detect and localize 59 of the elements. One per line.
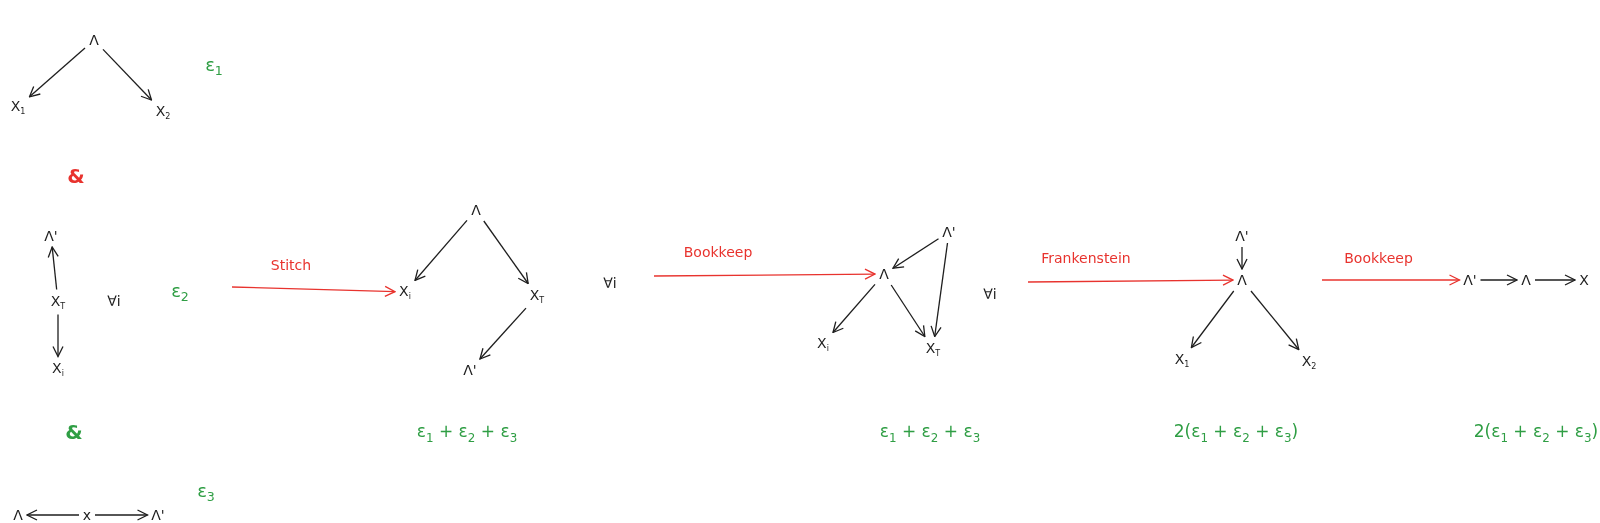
- arrow: [414, 219, 468, 282]
- variable-label: Λ: [877, 265, 891, 283]
- math-label: ε$_{3}$: [197, 479, 215, 505]
- arrow: [653, 268, 876, 280]
- variable-label: Λ: [11, 506, 25, 523]
- edge-label: Bookkeep: [1342, 250, 1415, 266]
- arrow: [1236, 246, 1248, 270]
- math-label: 2(ε$_{1}$ + ε$_{2}$ + ε$_{3}$): [1473, 421, 1599, 445]
- variable-label: Λ: [87, 31, 101, 49]
- variable-label: X$_{1}$: [1172, 349, 1192, 371]
- math-label: &: [65, 420, 83, 444]
- math-label: ε$_{1}$ + ε$_{2}$ + ε$_{3}$: [416, 421, 518, 445]
- variable-label: Λ: [1235, 271, 1249, 289]
- variable-label: X$_{i}$: [397, 281, 413, 303]
- arrow: [1250, 290, 1300, 351]
- math-label: ε$_{2}$: [171, 279, 189, 305]
- math-label: ∀i: [983, 286, 997, 302]
- arrow: [479, 307, 527, 360]
- variable-label: X$_{2}$: [1299, 351, 1319, 373]
- variable-label: Λ': [149, 506, 167, 523]
- arrow: [26, 509, 80, 521]
- variable-label: X$_{T}$: [527, 285, 547, 307]
- math-label: ∀i: [603, 275, 617, 291]
- arrow: [231, 285, 396, 298]
- arrow: [28, 47, 86, 98]
- variable-label: Λ': [1461, 271, 1479, 289]
- variable-label: Λ': [42, 227, 60, 245]
- variable-label: X$_{T}$: [923, 338, 943, 360]
- math-label: &: [67, 164, 85, 188]
- variable-label: Λ': [1233, 227, 1251, 245]
- math-label: ∀i: [107, 293, 121, 309]
- variable-label: X: [1577, 271, 1591, 289]
- variable-label: X$_{1}$: [8, 96, 28, 118]
- variable-label: X$_{i}$: [815, 333, 831, 355]
- arrow: [832, 283, 876, 334]
- math-label: 2(ε$_{1}$ + ε$_{2}$ + ε$_{3}$): [1173, 421, 1299, 445]
- arrow: [94, 509, 149, 521]
- arrow: [102, 48, 153, 101]
- variable-label: X$_{2}$: [153, 101, 173, 123]
- arrow: [1027, 274, 1234, 286]
- arrow: [890, 284, 926, 338]
- math-label: ε$_{1}$: [205, 53, 223, 79]
- variable-label: Λ': [461, 361, 479, 379]
- arrow: [483, 220, 529, 285]
- variable-label: Λ: [1519, 271, 1533, 289]
- arrow: [1321, 274, 1461, 286]
- variable-label: Λ': [940, 223, 958, 241]
- variable-label: x: [80, 506, 94, 523]
- arrow: [1534, 274, 1576, 286]
- variable-label: X$_{T}$: [48, 291, 68, 313]
- arrow: [930, 242, 949, 338]
- arrow: [1479, 274, 1518, 286]
- variable-label: X$_{i}$: [50, 358, 66, 380]
- math-label: ε$_{1}$ + ε$_{2}$ + ε$_{3}$: [879, 421, 981, 445]
- arrow: [892, 238, 940, 269]
- arrow: [47, 246, 59, 291]
- arrow: [1190, 290, 1235, 349]
- arrow: [52, 313, 64, 358]
- variable-label: Λ: [469, 201, 483, 219]
